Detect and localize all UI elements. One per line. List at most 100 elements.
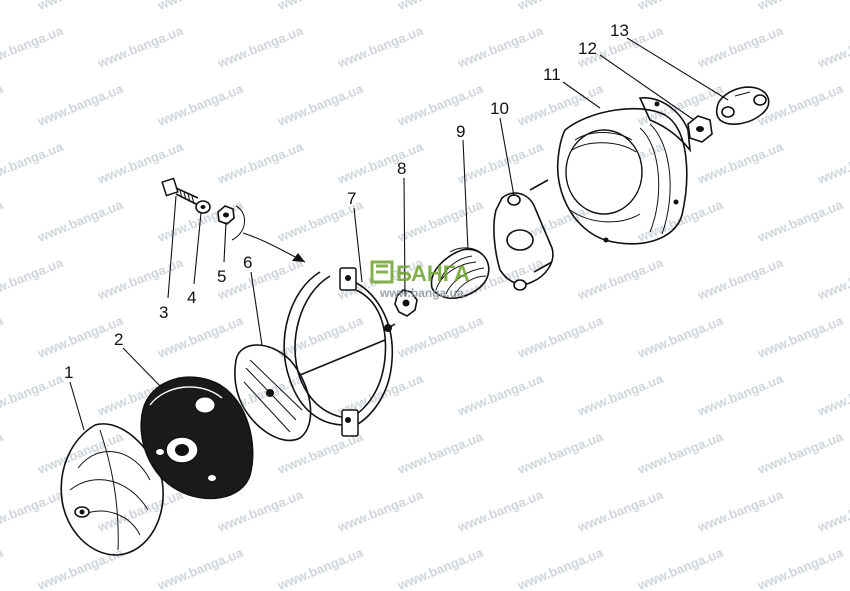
watermark-text: www.banga.ua [335, 139, 426, 187]
watermark-text: www.banga.ua [815, 23, 850, 71]
leader-lines [69, 37, 729, 431]
callout-8: 8 [397, 159, 406, 178]
watermark-text: www.banga.ua [695, 139, 786, 187]
watermark-text: www.banga.ua [455, 139, 546, 187]
watermark-text: www.banga.ua [0, 0, 6, 13]
watermark-text: www.banga.ua [395, 313, 486, 361]
callout-6: 6 [243, 253, 252, 272]
watermark-text: www.banga.ua [815, 255, 850, 303]
part-9-spring [430, 247, 490, 300]
callout-11: 11 [543, 65, 561, 84]
callout-7: 7 [347, 189, 356, 208]
part-11-housing [556, 97, 692, 245]
watermark-text: www.banga.ua [95, 487, 186, 535]
banga-logo: БАНГА www.banga.ua [370, 260, 470, 300]
watermark-text: www.banga.ua [815, 139, 850, 187]
part-12-nut [687, 115, 713, 143]
callout-10: 10 [490, 99, 509, 118]
watermark-text: www.banga.ua [0, 429, 6, 477]
watermark-text: www.banga.ua [35, 0, 126, 13]
callout-3: 3 [159, 303, 168, 322]
watermark-text: www.banga.ua [755, 545, 846, 591]
watermark-text: www.banga.ua [215, 255, 306, 303]
watermark-text: www.banga.ua [335, 23, 426, 71]
watermark-text: www.banga.ua [95, 255, 186, 303]
watermark-text: www.banga.ua [155, 81, 246, 129]
part-13-clevis [715, 86, 770, 125]
watermark-text: www.banga.ua [95, 23, 186, 71]
callout-5: 5 [217, 267, 226, 286]
part-7-clamp-frame [283, 267, 396, 437]
watermark-text: www.banga.ua [395, 429, 486, 477]
watermark-text: www.banga.ua [0, 81, 6, 129]
part-6-diaphragm-plate [234, 344, 312, 442]
watermark-text: www.banga.ua [35, 545, 126, 591]
logo-brand-text: БАНГА [396, 261, 470, 286]
watermark-text: www.banga.ua [0, 545, 6, 591]
watermark-text: www.banga.ua [515, 0, 606, 13]
watermark-text: www.banga.ua [455, 23, 546, 71]
watermark-text: www.banga.ua [0, 313, 6, 361]
callout-2: 2 [114, 330, 123, 349]
watermark-text: www.banga.ua [575, 371, 666, 419]
watermark-text: www.banga.ua [695, 487, 786, 535]
watermark-text: www.banga.ua [395, 81, 486, 129]
watermark-text: www.banga.ua [155, 0, 246, 13]
watermark-text: www.banga.ua [635, 429, 726, 477]
watermark-text: www.banga.ua [755, 197, 846, 245]
watermark-text: www.banga.ua [575, 255, 666, 303]
watermark-text: www.banga.ua [35, 81, 126, 129]
watermark-text: www.banga.ua [395, 197, 486, 245]
watermark-text: www.banga.ua [755, 429, 846, 477]
watermark-text: www.banga.ua [275, 81, 366, 129]
callout-9: 9 [456, 122, 465, 141]
part-3-bolt [161, 177, 199, 205]
logo-url-text: www.banga.ua [379, 286, 464, 300]
callout-4: 4 [187, 288, 196, 307]
watermark-text: www.banga.ua [635, 0, 726, 13]
watermark-text: www.banga.ua [335, 487, 426, 535]
callout-12: 12 [578, 39, 597, 58]
watermark-text: www.banga.ua [515, 429, 606, 477]
watermark-text: www.banga.ua [695, 23, 786, 71]
part-4-washer [195, 200, 211, 214]
watermark-text: www.banga.ua [0, 255, 66, 303]
part-1-dust-cap [60, 423, 164, 556]
watermark-text: www.banga.ua [35, 197, 126, 245]
callout-13: 13 [610, 21, 629, 40]
callout-1: 1 [64, 363, 73, 382]
watermark-text: www.banga.ua [515, 545, 606, 591]
watermark-text: www.banga.ua [755, 313, 846, 361]
callout-labels: 1 2 3 4 5 6 7 8 9 10 11 12 13 [64, 21, 629, 382]
watermark-text: www.banga.ua [455, 371, 546, 419]
watermark-text: www.banga.ua [0, 197, 6, 245]
watermark-text: www.banga.ua [575, 487, 666, 535]
watermark-text: www.banga.ua [515, 313, 606, 361]
watermark-text: www.banga.ua [275, 545, 366, 591]
watermark-text: www.banga.ua [755, 0, 846, 13]
watermark-text: www.banga.ua [695, 371, 786, 419]
part-2-diaphragm-cup [140, 376, 254, 500]
part-5-nut [217, 205, 245, 241]
part-8-lock-washer [394, 289, 418, 317]
watermark-text: www.banga.ua [695, 255, 786, 303]
watermark-text: www.banga.ua [515, 81, 606, 129]
watermark-text: www.banga.ua [815, 487, 850, 535]
assembly-arrow [242, 232, 306, 263]
watermark-text: www.banga.ua [455, 487, 546, 535]
watermark-text: www.banga.ua [815, 371, 850, 419]
watermark-text: www.banga.ua [0, 487, 66, 535]
part-10-gasket-plate [493, 179, 554, 291]
watermark-text: www.banga.ua [275, 0, 366, 13]
watermark-text: www.banga.ua [215, 23, 306, 71]
watermark-text: www.banga.ua [0, 139, 66, 187]
watermark-text: www.banga.ua [395, 545, 486, 591]
watermark-text: www.banga.ua [395, 0, 486, 13]
watermark-text: www.banga.ua [0, 23, 66, 71]
watermark-text: www.banga.ua [0, 371, 66, 419]
watermark-text: www.banga.ua [35, 313, 126, 361]
watermark-text: www.banga.ua [635, 313, 726, 361]
watermark-text: www.banga.ua [215, 139, 306, 187]
watermark-text: www.banga.ua [155, 545, 246, 591]
